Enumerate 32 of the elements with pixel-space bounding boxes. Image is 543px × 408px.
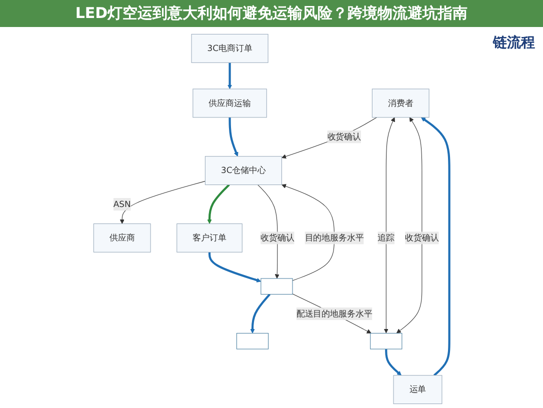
edge-label: 收货确认: [260, 232, 294, 243]
node-box: [370, 332, 402, 350]
arrow: [385, 349, 402, 376]
note-text: 链流程: [493, 34, 535, 52]
node-box: 供应商: [93, 223, 151, 252]
arrow: [396, 117, 422, 334]
edge-label: 收货确认: [405, 232, 439, 243]
arrow: [208, 252, 262, 282]
edge-label: 目的地服务水平: [304, 232, 364, 243]
title: LED灯空运到意大利如何避免运输风险？跨境物流避坑指南: [0, 0, 543, 27]
node-box: [236, 332, 269, 350]
arrow: [207, 184, 230, 224]
edge-label: 收货确认: [327, 132, 361, 142]
node-box: 3C电商订单: [191, 34, 268, 63]
edge-label: 追踪: [378, 232, 395, 243]
arrow: [227, 62, 232, 90]
edge-label: ASN: [113, 198, 131, 209]
node-box: 客户订单: [176, 223, 242, 252]
arrow: [250, 294, 271, 334]
arrow: [384, 117, 395, 334]
node-box: [260, 278, 293, 295]
node-box: 消费者: [372, 88, 430, 118]
arrow: [282, 117, 378, 159]
node-box: 供应商运输: [192, 88, 267, 118]
node-box: 运单: [393, 375, 442, 404]
arrow: [282, 184, 335, 281]
arrow: [120, 180, 206, 224]
arrow: [228, 117, 238, 157]
arrow: [258, 184, 280, 279]
node-box: 3C仓储中心: [204, 156, 282, 186]
edge-label: 配送目的地服务水平: [296, 308, 372, 318]
arrow: [420, 117, 450, 376]
